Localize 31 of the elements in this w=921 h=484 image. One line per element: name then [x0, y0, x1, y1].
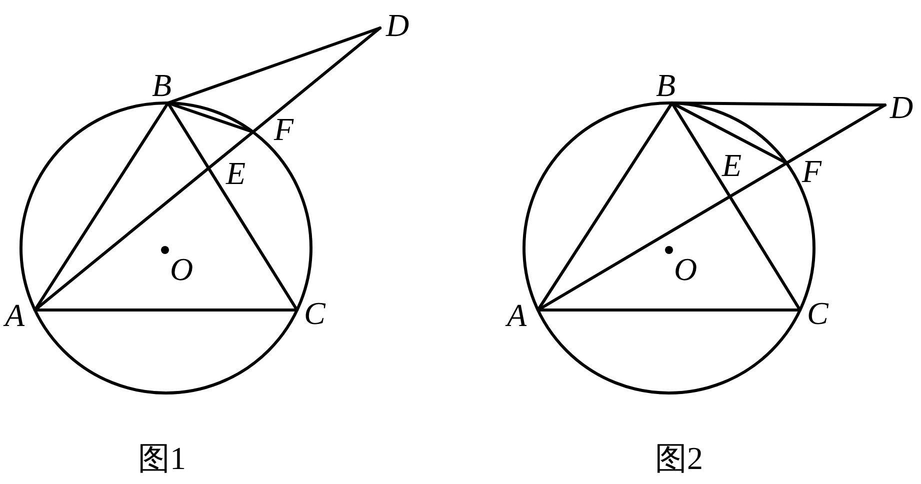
point-label: E	[722, 150, 742, 180]
point-label: C	[304, 298, 326, 328]
line-segment	[34, 308, 298, 312]
line-segment	[166, 102, 210, 170]
figure-caption: 图1	[138, 440, 186, 476]
line-segment	[207, 166, 298, 312]
point-label: F	[802, 156, 822, 186]
figure-caption: 图2	[655, 440, 703, 476]
point-label: D	[386, 10, 410, 40]
point-label: B	[656, 70, 676, 100]
line-segment	[536, 102, 674, 312]
line-segment	[670, 102, 886, 106]
line-segment	[207, 130, 254, 170]
line-segment	[166, 26, 382, 104]
line-segment	[536, 308, 802, 312]
line-segment	[34, 166, 210, 312]
point-label: A	[5, 300, 25, 330]
point-label: B	[152, 70, 172, 100]
point-label: A	[507, 300, 527, 330]
line-segment	[34, 102, 170, 312]
line-segment	[252, 26, 382, 134]
point-label: C	[807, 298, 828, 328]
point-label: O	[674, 254, 698, 284]
line-segment	[670, 102, 732, 198]
point-label: F	[274, 114, 294, 144]
point-label: E	[226, 158, 246, 188]
line-segment	[785, 104, 886, 165]
line-segment	[728, 195, 802, 312]
line-segment	[728, 162, 788, 198]
point-label: D	[890, 92, 914, 122]
point-label: O	[170, 254, 194, 284]
